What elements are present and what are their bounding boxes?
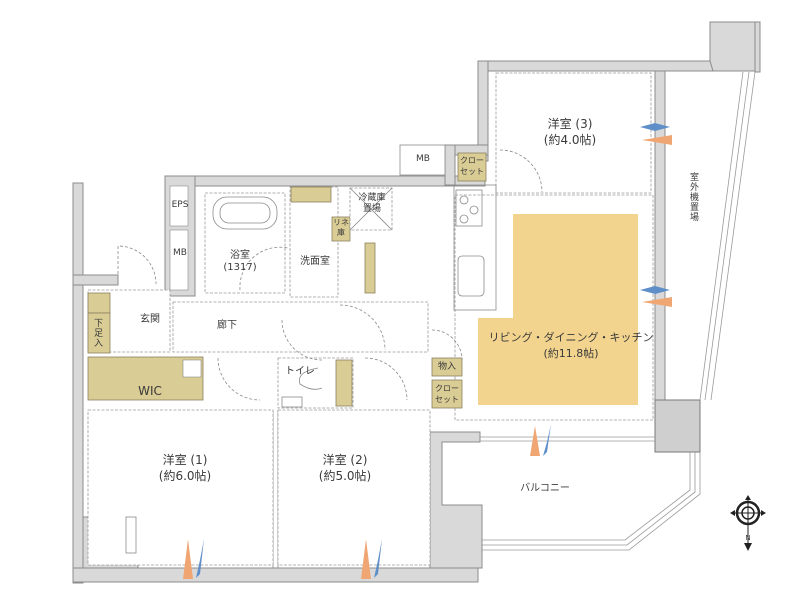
label-ldk: リビング・ダイニング・キッチン (約11.8帖) xyxy=(488,331,654,360)
wall-top-mid xyxy=(164,175,486,187)
balcony-railing xyxy=(482,452,691,541)
label-balcony: バルコニー xyxy=(520,483,570,494)
vent-western1 xyxy=(183,539,204,579)
ldk-floor xyxy=(478,214,638,405)
shoe-box xyxy=(87,312,111,354)
closet-upper xyxy=(457,152,487,182)
storage-small xyxy=(431,357,463,377)
label-shoe-box: 下足入 xyxy=(92,318,102,348)
label-mb-top: MB xyxy=(416,154,430,164)
label-western-2: 洋室 (2) (約5.0帖) xyxy=(318,453,372,483)
wall-bottom xyxy=(72,567,479,583)
closet-lower xyxy=(431,379,463,409)
label-linen: リネ庫 xyxy=(333,218,349,237)
room-washroom xyxy=(289,186,339,298)
outdoor-unit-railing xyxy=(699,71,744,401)
kitchen-counter xyxy=(453,184,497,311)
toilet-bowl xyxy=(299,367,323,390)
stove xyxy=(455,189,483,227)
vent-ldk-right xyxy=(640,286,672,307)
label-wic: WIC xyxy=(138,384,162,398)
room-western-3 xyxy=(495,72,652,194)
door-ldk xyxy=(431,329,463,361)
wall-mb-notch-v xyxy=(444,144,456,186)
room-western-1 xyxy=(87,409,274,566)
label-closet-upper: クローセット xyxy=(460,156,484,176)
toilet-shelf xyxy=(335,359,353,407)
label-eps: EPS xyxy=(171,200,189,210)
compass-north-label: N xyxy=(745,534,751,542)
wall-pier-right xyxy=(654,399,701,453)
wash-shelf xyxy=(290,186,332,203)
label-closet-lower: クローセット xyxy=(435,384,459,404)
vent-western3 xyxy=(640,123,672,145)
shelf-hall xyxy=(364,242,376,294)
door-entrance xyxy=(117,245,157,285)
label-washroom: 洗面室 xyxy=(300,256,330,267)
wall-right-corner xyxy=(709,21,761,72)
label-outdoor-unit: 室外機置場 xyxy=(688,172,698,222)
wall-entrance-top xyxy=(72,274,119,286)
vent-ldk-bottom xyxy=(530,424,551,456)
room-bath xyxy=(204,192,286,294)
door-hall1 xyxy=(281,319,323,361)
bathtub xyxy=(212,196,278,230)
label-entrance: 玄関 xyxy=(140,314,160,325)
label-western-1: 洋室 (1) (約6.0帖) xyxy=(158,453,212,483)
door-hall2 xyxy=(339,304,386,351)
room-western-2 xyxy=(277,409,431,566)
sink xyxy=(457,255,485,297)
wall-balcony-left xyxy=(429,431,483,569)
door-western3 xyxy=(499,149,543,193)
door-bed2 xyxy=(364,357,408,401)
wall-top-right xyxy=(477,60,714,72)
compass-icon xyxy=(730,495,766,551)
label-toilet: トイレ xyxy=(285,366,315,377)
door-bath xyxy=(239,246,289,291)
label-hallway: 廊下 xyxy=(217,320,237,331)
label-fridge: 冷蔵庫置場 xyxy=(358,193,386,214)
shoe-box-top xyxy=(87,292,111,314)
label-mb-left: MB xyxy=(173,248,187,258)
wall-left xyxy=(72,182,84,584)
door-bed1 xyxy=(217,357,261,401)
vent-western2 xyxy=(361,539,382,579)
label-storage-small: 物入 xyxy=(437,362,456,372)
room-hallway xyxy=(172,301,429,353)
label-western-3: 洋室 (3) (約4.0帖) xyxy=(543,117,597,147)
label-bath: 浴室 (1317) xyxy=(223,250,257,273)
